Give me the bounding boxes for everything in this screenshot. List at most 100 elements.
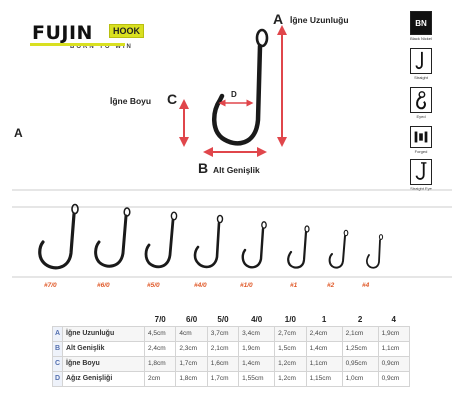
badge-black-nickel-symbol: BN (415, 19, 427, 28)
table-cell: 2cm (143, 370, 177, 387)
size-spec-table: 7/0 6/0 5/0 4/0 1/0 1 2 4 A İğne Uzunluğ… (52, 313, 411, 387)
logo-underline (30, 43, 125, 46)
dim-c-text: İğne Boyu (110, 96, 152, 106)
hook-1 (287, 225, 310, 269)
brand-logo: FUJIN HOOK BORN TO WIN (30, 22, 165, 50)
table-cell: 2,4cm (143, 340, 177, 357)
size-label: #5/0 (147, 282, 160, 289)
table-row: B Alt Genişlik 2,4cm 2,3cm 2,1cm 1,9cm 1… (52, 340, 411, 357)
column-header: 1 (321, 314, 327, 324)
hook-size-scale (12, 189, 452, 278)
table-cell: 1,1cm (305, 355, 343, 372)
dim-a-text: İğne Uzunluğu (290, 15, 349, 25)
column-header: 1/0 (284, 314, 296, 324)
size-label: #1 (290, 282, 298, 289)
column-header: 7/0 (154, 314, 166, 324)
side-scale-letter: A (14, 126, 23, 140)
table-cell: 2,7cm (274, 325, 307, 342)
row-name: İğne Boyu (62, 355, 145, 372)
table-cell: 0,95cm (341, 355, 379, 372)
size-hooks (38, 203, 384, 270)
dim-a-letter: A (273, 11, 284, 27)
hook-5-0 (144, 211, 178, 269)
dim-b-text: Alt Genişlik (213, 165, 260, 175)
size-label: #1/0 (240, 282, 253, 289)
table-cell: 1,2cm (274, 370, 307, 387)
table-row: D Ağız Genişliği 2cm 1,8cm 1,7cm 1,55cm … (52, 370, 411, 387)
table-cell: 1,7cm (206, 370, 240, 387)
table-cell: 1,1cm (377, 340, 411, 357)
table-cell: 1,6cm (206, 355, 240, 372)
table-cell: 1,8cm (175, 370, 208, 387)
size-label: #2 (327, 282, 335, 289)
table-header-row: 7/0 6/0 5/0 4/0 1/0 1 2 4 (53, 313, 410, 326)
hook-2 (328, 229, 349, 269)
column-header: 4/0 (251, 314, 263, 324)
table-cell: 1,2cm (274, 355, 307, 372)
logo-slogan: BORN TO WIN (70, 44, 133, 50)
size-label: #7/0 (44, 282, 57, 289)
table-cell: 1,5cm (274, 340, 307, 357)
header-spacer (63, 313, 145, 326)
table-cell: 1,9cm (238, 340, 276, 357)
size-label: #4 (362, 282, 370, 289)
table-row: A İğne Uzunluğu 4,5cm 4cm 3,7cm 3,4cm 2,… (52, 325, 411, 342)
table-cell: 4,5cm (143, 325, 177, 342)
badge-caption: Eyed (416, 114, 426, 119)
table-cell: 1,4cm (238, 355, 276, 372)
main-hook-eye (255, 28, 269, 48)
row-letter: C (52, 355, 63, 372)
hook-7-0 (38, 203, 79, 270)
hook-6-0 (94, 207, 131, 268)
straight-eye-icon (410, 159, 432, 185)
badge-black-nickel: BN (410, 11, 432, 35)
table-cell: 0,9cm (377, 370, 411, 387)
badge-caption: Straight (414, 75, 428, 80)
table-cell: 1,0cm (341, 370, 379, 387)
table-cell: 4cm (175, 325, 208, 342)
table-cell: 2,1cm (341, 325, 379, 342)
row-letter: B (52, 340, 63, 357)
hook-4-0 (193, 214, 224, 269)
row-letter: A (52, 325, 63, 342)
table-cell: 1,25cm (341, 340, 379, 357)
hook-4 (366, 234, 384, 269)
dim-c-letter: C (167, 91, 178, 107)
main-hook-body (212, 43, 263, 146)
row-name: Ağız Genişliği (62, 370, 145, 387)
dim-b-letter: B (198, 160, 209, 176)
eyed-hook-icon (410, 87, 432, 113)
size-label: #4/0 (194, 282, 207, 289)
table-row: C İğne Boyu 1,8cm 1,7cm 1,6cm 1,4cm 1,2c… (52, 355, 411, 372)
column-header: 6/0 (186, 314, 198, 324)
forged-icon (410, 126, 432, 148)
logo-word: FUJIN (32, 22, 93, 44)
row-letter: D (52, 370, 63, 387)
table-cell: 2,1cm (206, 340, 240, 357)
badge-caption: Forged (414, 149, 428, 154)
table-cell: 2,3cm (175, 340, 208, 357)
table-cell: 3,7cm (206, 325, 240, 342)
header-spacer (53, 313, 63, 326)
table-cell: 2,4cm (305, 325, 343, 342)
table-cell: 1,9cm (377, 325, 411, 342)
table-cell: 1,7cm (175, 355, 208, 372)
table-cell: 3,4cm (238, 325, 276, 342)
badge-caption: Straight Eye (410, 186, 432, 191)
table-cell: 0,9cm (377, 355, 411, 372)
size-label: #6/0 (97, 282, 110, 289)
row-name: İğne Uzunluğu (62, 325, 145, 342)
dim-d-letter: D (231, 90, 237, 99)
row-name: Alt Genişlik (62, 340, 145, 357)
column-header: 2 (357, 314, 363, 324)
column-header: 4 (391, 314, 396, 324)
logo-tag: HOOK (109, 24, 144, 38)
column-header: 5/0 (217, 314, 229, 324)
table-cell: 1,55cm (238, 370, 276, 387)
table-cell: 1,8cm (143, 355, 177, 372)
table-cell: 1,4cm (305, 340, 343, 357)
hook-1-0 (241, 221, 267, 269)
table-cell: 1,15cm (305, 370, 343, 387)
straight-shank-icon (410, 48, 432, 74)
badge-caption: Black Nickel (410, 36, 432, 41)
